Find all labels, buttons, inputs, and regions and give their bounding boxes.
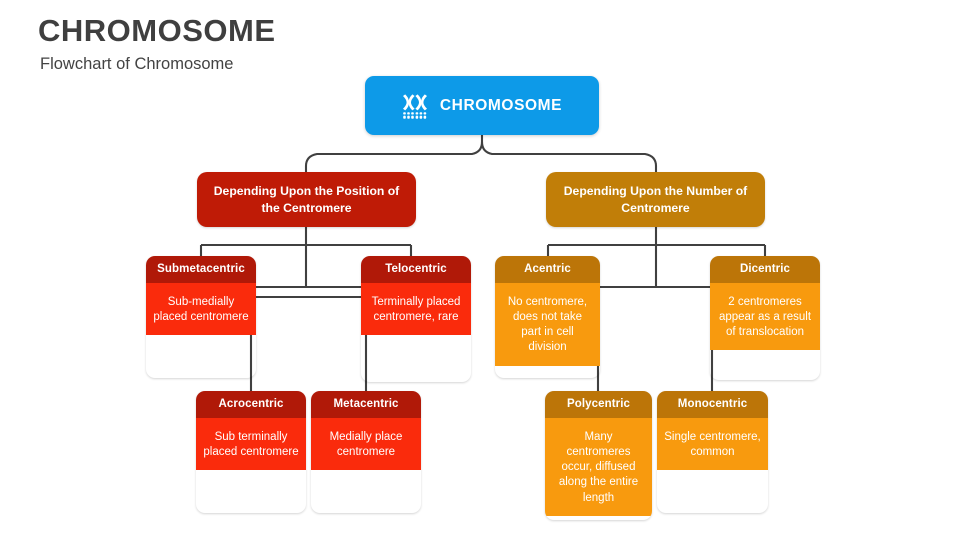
node-metacentric-title: Metacentric [311, 391, 421, 418]
connector-left-lower-right [306, 285, 368, 391]
node-polycentric-text: Many centromeres occur, diffused along t… [545, 417, 652, 517]
branch-number-label: Depending Upon the Number of Centromere [563, 184, 748, 215]
node-dicentric-text: 2 centromeres appear as a result of tran… [710, 282, 820, 351]
node-acrocentric[interactable]: Acrocentric Sub terminally placed centro… [196, 391, 306, 513]
page-subtitle: Flowchart of Chromosome [40, 55, 234, 74]
node-acentric-text: No centromere, does not take part in cel… [495, 282, 600, 366]
node-monocentric[interactable]: Monocentric Single centromere, common [657, 391, 768, 513]
node-monocentric-text: Single centromere, common [657, 417, 768, 471]
node-telocentric-title: Telocentric [361, 256, 471, 283]
node-metacentric-text: Medially place centromere [311, 417, 421, 471]
node-submetacentric[interactable]: Submetacentric Sub-medially placed centr… [146, 256, 256, 378]
root-node-label: CHROMOSOME [439, 96, 563, 114]
chromosome-icon [402, 93, 427, 119]
node-polycentric[interactable]: Polycentric Many centromeres occur, diff… [545, 391, 652, 520]
connector-root-fork-right [480, 141, 658, 172]
connector-left-lower-left [249, 285, 306, 391]
node-acrocentric-title: Acrocentric [196, 391, 306, 418]
node-branch-position[interactable]: Depending Upon the Position of the Centr… [197, 172, 416, 227]
node-chromosome-root[interactable]: CHROMOSOME [365, 76, 599, 135]
node-polycentric-title: Polycentric [545, 391, 652, 418]
connector-right-lower-right [656, 285, 714, 391]
connector-right-lower-left [596, 285, 656, 391]
header: CHROMOSOME Flowchart of Chromosome [38, 13, 276, 74]
node-acrocentric-text: Sub terminally placed centromere [196, 417, 306, 471]
page-title: CHROMOSOME [38, 13, 276, 48]
node-monocentric-title: Monocentric [657, 391, 768, 418]
connector-root-fork [304, 135, 484, 172]
node-submetacentric-text: Sub-medially placed centromere [146, 282, 256, 336]
node-dicentric[interactable]: Dicentric 2 centromeres appear as a resu… [710, 256, 820, 380]
node-branch-number[interactable]: Depending Upon the Number of Centromere [546, 172, 765, 227]
node-metacentric[interactable]: Metacentric Medially place centromere [311, 391, 421, 513]
node-acentric[interactable]: Acentric No centromere, does not take pa… [495, 256, 600, 378]
node-dicentric-title: Dicentric [710, 256, 820, 283]
node-submetacentric-title: Submetacentric [146, 256, 256, 283]
branch-position-label: Depending Upon the Position of the Centr… [213, 184, 400, 215]
node-telocentric-text: Terminally placed centromere, rare [361, 282, 471, 336]
node-telocentric[interactable]: Telocentric Terminally placed centromere… [361, 256, 471, 382]
node-acentric-title: Acentric [495, 256, 600, 283]
